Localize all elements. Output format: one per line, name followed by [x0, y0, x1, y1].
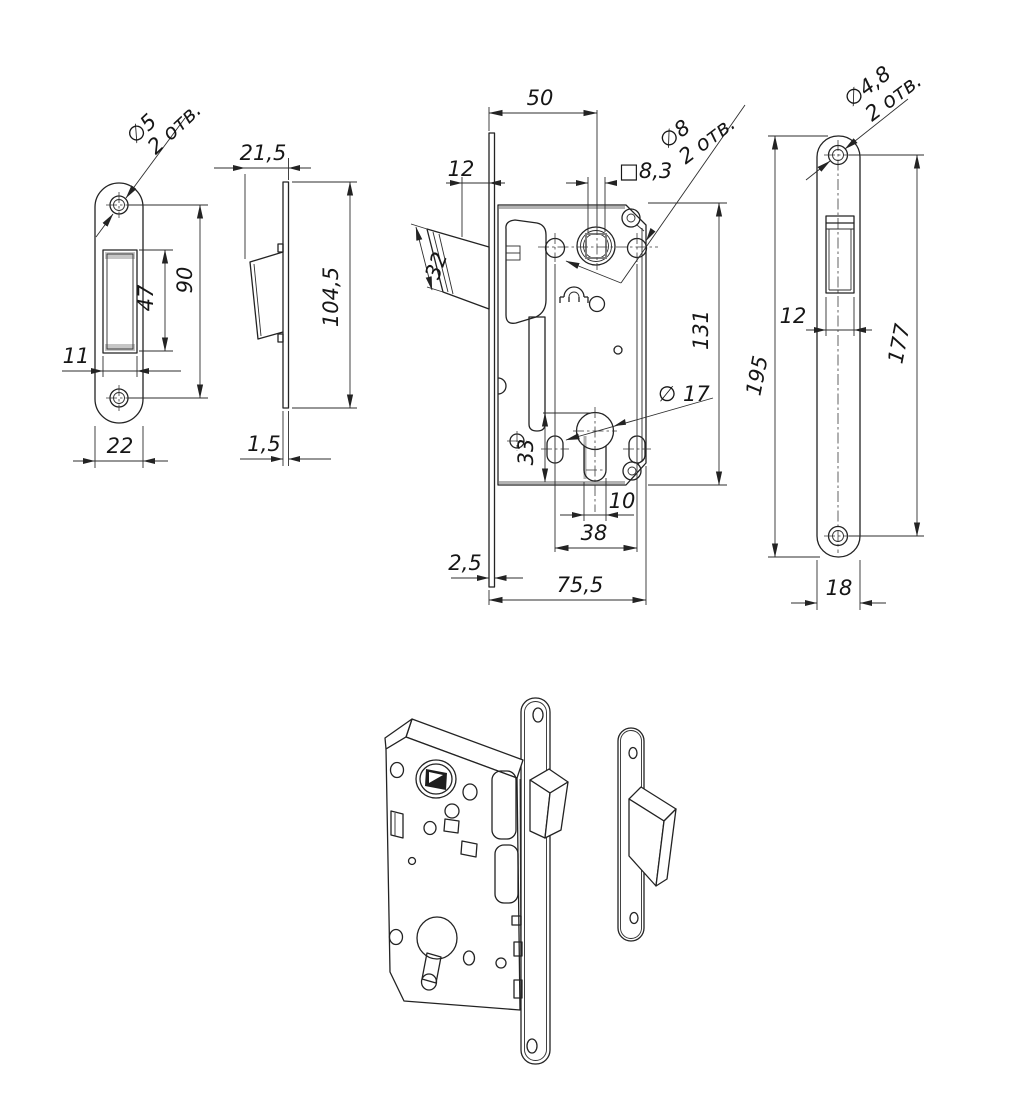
lock-faceplate-strip — [488, 132, 496, 588]
lock-case-outline — [497, 204, 647, 486]
dim-33: 33 — [514, 412, 590, 483]
dim-faceplate-height: 195 — [742, 354, 773, 398]
iso-case — [384, 718, 524, 1011]
strike-plate-outline — [94, 182, 144, 424]
dim-1-5: 1,5 — [240, 411, 331, 466]
dim-75-5: 75,5 — [488, 466, 647, 605]
dim-50: 50 — [488, 86, 598, 131]
dim-spindle-square: □8,3 — [619, 159, 672, 183]
callout-dia5: ∅5 2 отв. — [95, 98, 206, 238]
dim-11: 11 — [62, 344, 181, 377]
dim-12-lock: 12 — [446, 157, 505, 237]
dim-12-faceplate: 12 — [780, 297, 872, 336]
strike-latch-slot — [102, 249, 138, 354]
callout-dia17: ∅ 17 — [565, 382, 714, 441]
dim-window-width: 12 — [780, 304, 807, 328]
dim-10: 10 — [560, 478, 635, 521]
dim-faceplate-width: 18 — [826, 576, 853, 600]
dim-strike-thickness: 1,5 — [247, 432, 280, 456]
dim-strike-plate-width: 22 — [107, 434, 134, 458]
dim-case-depth: 75,5 — [557, 573, 604, 597]
iso-latch-cutouts — [491, 770, 519, 904]
dim-21-5: 21,5 — [214, 141, 311, 259]
dim-faceplate-thickness: 2,5 — [448, 551, 481, 575]
dim-47: 47 — [134, 249, 173, 352]
dim-cyl-to-bottom: 33 — [514, 439, 538, 466]
dim-104-5: 104,5 — [292, 181, 357, 409]
lock-spindle-hub — [538, 224, 658, 270]
dim-lock-backset: 50 — [527, 86, 554, 110]
dim-case-height: 131 — [689, 310, 713, 350]
lock-mount-hole-right — [626, 233, 648, 262]
iso-magnetic-bolt — [529, 768, 569, 839]
dim-square-8-3: □8,3 — [566, 159, 672, 232]
faceplate-screw-hole-bottom — [824, 525, 852, 547]
callout-dia8: ∅8 2 отв. — [565, 104, 746, 284]
lock-corner-bracket-top — [621, 208, 645, 232]
dim-strike-height: 104,5 — [319, 267, 343, 327]
lock-internal-mechanism — [497, 219, 547, 432]
dim-18: 18 — [791, 560, 886, 610]
iso-strike-plate — [617, 727, 677, 942]
lock-cylinder-hole — [573, 407, 617, 512]
view-strike-plate-side: 21,5 104,5 1,5 — [214, 141, 357, 466]
iso-spindle-hub — [415, 759, 457, 799]
view-lock-body-front: 50 12 32 □8,3 — [410, 86, 746, 605]
iso-case-holes — [388, 761, 523, 999]
dim-oval-spacing: 38 — [581, 521, 608, 545]
dim-faceplate-hole-spacing: 177 — [884, 321, 915, 366]
dim-strike-slot-width: 11 — [63, 344, 90, 368]
iso-strike-wedge — [628, 786, 677, 887]
lock-spring-clip — [559, 286, 623, 355]
faceplate-screw-hole-top — [824, 144, 852, 166]
dim-131: 131 — [648, 202, 727, 486]
dim-cylinder-dia: ∅ 17 — [658, 382, 710, 406]
iso-lock-body — [384, 697, 569, 1065]
lock-mount-hole-left — [544, 233, 566, 262]
dim-lock-edge-offset: 12 — [448, 157, 475, 181]
dim-22: 22 — [73, 426, 168, 468]
dim-38: 38 — [554, 521, 638, 552]
iso-faceplate-strip — [520, 697, 551, 1065]
dim-90: 90 — [128, 204, 208, 399]
dim-cyl-slot-width: 10 — [609, 489, 636, 513]
faceplate-outline — [816, 135, 861, 558]
dim-195: 195 — [742, 135, 828, 558]
faceplate-latch-window — [825, 215, 855, 294]
dim-strike-depth: 21,5 — [240, 141, 287, 165]
dim-strike-hole-spacing: 90 — [173, 267, 197, 294]
strike-side-plate — [249, 181, 290, 409]
view-lock-faceplate-front: ∅4,8 2 отв. 177 195 12 — [742, 61, 926, 610]
dim-strike-slot-height: 47 — [134, 284, 158, 311]
callout-dia4-8: ∅4,8 2 отв. — [805, 61, 926, 181]
view-strike-plate-front: ∅5 2 отв. 90 47 11 — [62, 98, 208, 468]
dim-2-5: 2,5 — [448, 551, 523, 581]
lock-pin-hole-left — [507, 431, 527, 451]
